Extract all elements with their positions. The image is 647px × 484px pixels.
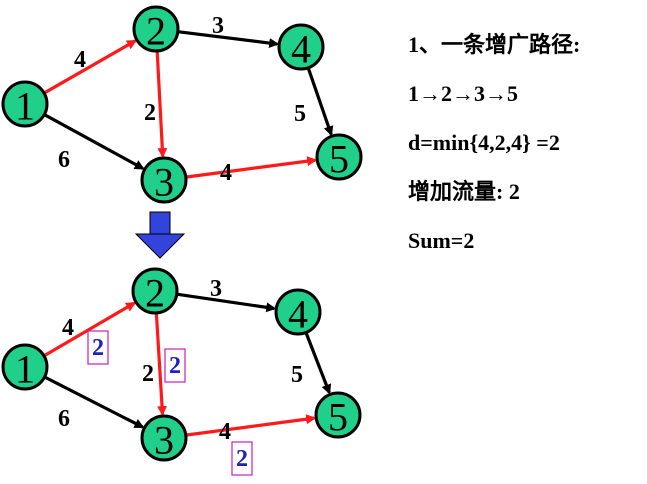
bottom-node-4: 4 <box>274 288 322 337</box>
bottom-flow-box-3-5 <box>231 441 253 476</box>
bottom-edge-4-5 <box>304 331 332 395</box>
top-node-label-2: 2 <box>146 9 166 54</box>
bottom-capacity-label-3-5: 4 <box>219 419 231 445</box>
top-node-4: 4 <box>277 23 325 72</box>
info-sum: Sum=2 <box>408 228 475 253</box>
top-node-label-5: 5 <box>329 137 349 182</box>
info-path-title: 1、一条增广路径: <box>408 32 581 57</box>
bottom-capacity-label-2-3: 2 <box>142 361 154 387</box>
bottom-node-label-1: 1 <box>15 347 35 392</box>
top-edge-4-5 <box>306 67 334 137</box>
bottom-capacity-label-1-3: 6 <box>58 406 70 432</box>
top-edge-2-3 <box>155 50 168 159</box>
bottom-node-label-4: 4 <box>288 292 308 337</box>
bottom-edge-1-3 <box>43 375 145 429</box>
top-node-label-3: 3 <box>154 160 174 205</box>
top-node-3: 3 <box>140 156 188 205</box>
top-edge-1-2 <box>43 39 137 95</box>
top-capacity-label-1-3: 6 <box>58 147 70 173</box>
bottom-flow-box-1-2 <box>87 330 109 365</box>
top-edge-3-5 <box>185 156 318 179</box>
top-capacity-label-2-4: 3 <box>212 13 224 39</box>
bottom-edge-2-4 <box>176 292 277 313</box>
bottom-node-2: 2 <box>131 267 179 316</box>
top-capacity-label-4-5: 5 <box>294 101 306 127</box>
bottom-flow-label-1-2: 2 <box>92 335 104 361</box>
bottom-flow-label-2-3: 2 <box>169 353 181 379</box>
top-node-label-1: 1 <box>15 84 35 129</box>
bottom-capacity-label-4-5: 5 <box>291 362 303 388</box>
info-panel: 1、一条增广路径: 1→2→3→5 d=min{4,2,4} =2 增加流量: … <box>408 28 638 273</box>
top-node-label-4: 4 <box>291 27 311 72</box>
down-arrow-icon <box>134 211 186 259</box>
bottom-node-label-3: 3 <box>154 418 174 463</box>
top-capacity-label-2-3: 2 <box>144 100 156 126</box>
bottom-node-label-2: 2 <box>145 271 165 316</box>
info-added-flow: 增加流量: 2 <box>408 179 520 204</box>
top-node-1: 1 <box>1 80 49 129</box>
bottom-node-3: 3 <box>140 414 188 463</box>
top-node-2: 2 <box>132 5 180 54</box>
bottom-capacity-label-2-4: 3 <box>210 276 222 302</box>
bottom-edge-2-3 <box>154 312 168 417</box>
top-capacity-label-1-2: 4 <box>74 47 86 73</box>
top-graph: 4 3 2 5 6 4 1 2 3 4 5 <box>1 5 363 205</box>
bottom-node-5: 5 <box>314 391 362 440</box>
bottom-node-label-5: 5 <box>328 395 348 440</box>
bottom-flow-box-2-3 <box>164 348 186 383</box>
top-edge-2-4 <box>177 30 280 49</box>
bottom-edge-3-5 <box>185 414 317 437</box>
info-bottleneck: d=min{4,2,4} =2 <box>408 130 560 155</box>
bottom-capacity-label-1-2: 4 <box>62 315 74 341</box>
info-path-sequence: 1→2→3→5 <box>408 81 518 106</box>
top-edge-1-3 <box>43 113 145 170</box>
bottom-flow-label-3-5: 2 <box>236 446 248 472</box>
top-capacity-label-3-5: 4 <box>220 160 232 186</box>
bottom-edge-1-2 <box>43 301 137 358</box>
top-node-5: 5 <box>315 133 363 182</box>
bottom-node-1: 1 <box>1 343 49 392</box>
